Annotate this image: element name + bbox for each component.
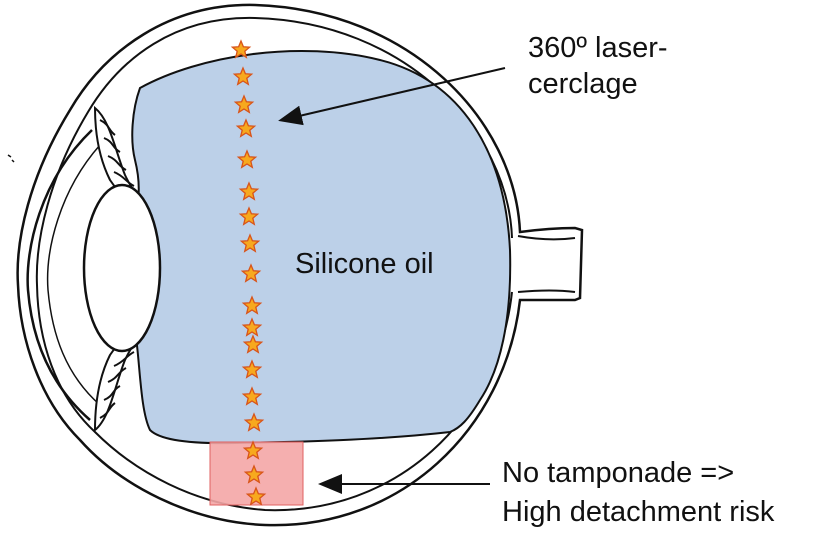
star-icon <box>245 486 267 506</box>
laser-spots <box>230 39 267 506</box>
star-icon <box>238 206 260 226</box>
star-icon <box>240 263 262 283</box>
star-icon <box>241 295 263 315</box>
sclera-inner <box>35 16 513 512</box>
risk-line-2: High detachment risk <box>502 496 775 528</box>
star-icon <box>236 149 258 169</box>
star-icon <box>233 94 255 114</box>
cornea <box>26 129 93 421</box>
risk-line-1: No tamponade => <box>502 457 735 489</box>
star-icon <box>243 464 265 484</box>
laser-cerclage-line-2: cerclage <box>528 68 638 100</box>
laser-cerclage-label: 360º laser- cerclage <box>528 30 668 102</box>
star-icon <box>241 386 263 406</box>
star-icon <box>242 334 264 354</box>
laser-cerclage-arrow <box>278 67 506 126</box>
silicone-oil-label: Silicone oil <box>295 248 434 280</box>
sclera-outer <box>16 3 584 527</box>
star-icon <box>243 412 265 432</box>
star-icon <box>238 181 260 201</box>
laser-cerclage-line-1: 360º laser- <box>528 32 668 64</box>
stray-mark <box>7 154 15 163</box>
star-icon <box>242 440 264 460</box>
star-icon <box>232 66 254 86</box>
ciliary-texture-bottom <box>99 351 135 419</box>
star-icon <box>241 359 263 379</box>
detachment-risk-label: No tamponade => High detachment risk <box>502 454 774 532</box>
optic-nerve <box>517 235 576 293</box>
star-icon <box>241 317 263 337</box>
cornea-inner <box>46 144 101 406</box>
lens <box>82 183 162 353</box>
star-icon <box>230 39 252 59</box>
star-icon <box>239 233 261 253</box>
star-icon <box>235 118 257 138</box>
ciliary-texture-top <box>99 119 135 187</box>
